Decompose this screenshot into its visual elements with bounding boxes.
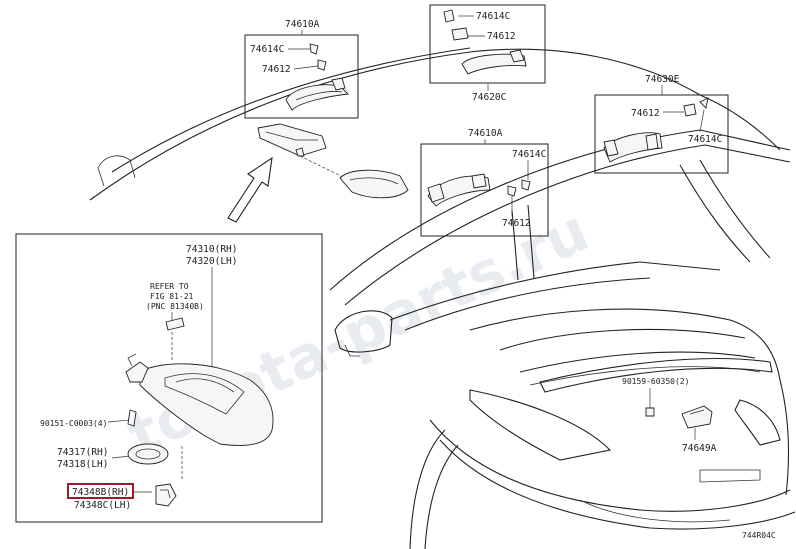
box-74610a-mid: 74610A 74614C 74612 [420, 128, 549, 237]
label-74612-a: 74612 [262, 64, 291, 75]
label-74614c-c: 74614C [688, 134, 722, 145]
label-74614c-a: 74614C [250, 44, 284, 55]
roof-visor-clip [257, 123, 409, 199]
label-74320: 74320(LH) [186, 256, 237, 267]
box-74630e: 74630E 74612 74614C [594, 74, 729, 174]
label-74614c-d: 74614C [512, 149, 546, 160]
direction-arrow [227, 156, 273, 223]
label-74318: 74318(LH) [57, 459, 108, 470]
ref-line-1: REFER TO [150, 282, 189, 291]
label-74348c: 74348C(LH) [74, 500, 131, 511]
trunk-parts: 90159-60350(2) 74649A [622, 377, 717, 454]
ref-line-2: FIG 81-21 [150, 292, 194, 301]
label-74610a-top: 74610A [285, 19, 320, 30]
ref-line-3: (PNC 81340B) [146, 302, 204, 311]
label-74612-b: 74612 [487, 31, 516, 42]
label-90159: 90159-60350(2) [622, 377, 689, 386]
box-sun-visor: 74310(RH) 74320(LH) REFER TO FIG 81-21 (… [15, 233, 323, 523]
label-74612-d: 74612 [502, 218, 531, 229]
label-74317: 74317(RH) [57, 447, 108, 458]
label-74310: 74310(RH) [186, 244, 237, 255]
highlight-74348b [67, 483, 134, 499]
box-74620c: 74614C 74612 74620C [429, 4, 546, 103]
label-74614c-b: 74614C [476, 11, 510, 22]
label-74649a: 74649A [682, 443, 717, 454]
drawing-code: 744R04C [742, 531, 776, 540]
label-74630e: 74630E [645, 74, 680, 85]
label-74612-c: 74612 [631, 108, 660, 119]
car-body-outline [89, 47, 796, 549]
label-90151: 90151-C0003(4) [40, 419, 107, 428]
label-74610a-mid: 74610A [468, 128, 503, 139]
label-74348b: 74348B(RH) [72, 487, 129, 498]
box-74610a-top: 74610A 74614C 74612 [244, 19, 359, 119]
label-74620c: 74620C [472, 92, 506, 103]
